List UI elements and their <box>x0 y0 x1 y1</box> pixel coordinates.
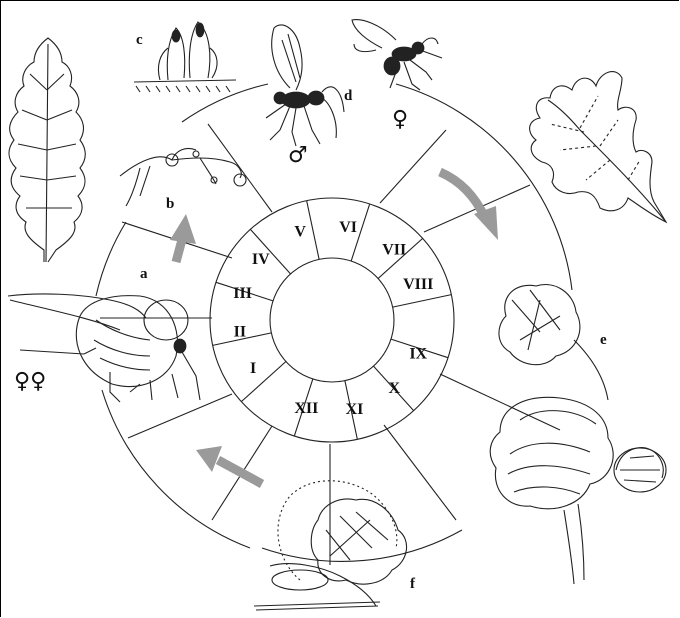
bud-gall-illustration <box>134 22 236 92</box>
month-label-iv: IV <box>252 251 270 268</box>
female-wasp-illustration <box>352 20 442 90</box>
month-label-vi: VI <box>339 219 357 236</box>
month-ring <box>210 198 454 442</box>
month-label-v: V <box>294 223 306 240</box>
month-divider <box>307 201 319 260</box>
month-label-iii: III <box>233 285 252 302</box>
month-label-xii: XII <box>294 400 318 417</box>
cycle-arrow-top-right <box>440 172 498 240</box>
center-circle <box>270 258 394 382</box>
label-b: b <box>166 196 174 212</box>
outer-dividers <box>100 124 560 565</box>
month-divider <box>241 361 286 401</box>
oak-gall-acorn-illustration <box>490 285 666 584</box>
month-label-ii: II <box>234 324 246 341</box>
cycle-arrow-bottom-left <box>196 446 262 484</box>
label-e: e <box>600 332 607 348</box>
month-label-xi: XI <box>346 401 364 418</box>
inner-dividers <box>213 201 452 440</box>
label-f: f <box>410 576 416 592</box>
label-d: d <box>344 88 353 104</box>
month-label-viii: VIII <box>403 276 433 293</box>
oak-leaf-right-illustration <box>530 72 666 222</box>
female-symbol: ♀ <box>392 107 408 132</box>
female-pair-symbol: ♀♀ <box>14 369 46 394</box>
male-wasp-illustration <box>266 25 344 146</box>
oak-leaf-left-illustration <box>9 38 85 262</box>
twig-illustration <box>120 148 246 206</box>
month-label-ix: IX <box>409 346 427 363</box>
male-symbol: ♂ <box>288 143 308 168</box>
label-a: a <box>140 266 148 282</box>
month-divider <box>393 295 452 307</box>
cycle-arrow-left-up <box>170 214 196 262</box>
month-label-vii: VII <box>382 242 406 259</box>
label-c: c <box>136 32 143 48</box>
month-label-x: X <box>388 380 400 397</box>
month-label-i: I <box>250 360 256 377</box>
